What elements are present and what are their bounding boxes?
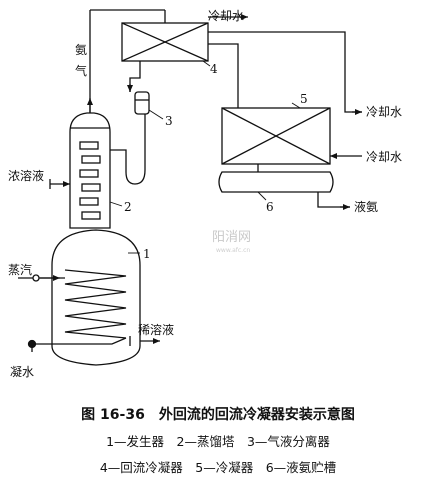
steam-inlet — [18, 274, 65, 282]
liquid-ammonia-outlet — [317, 192, 350, 210]
liquid-ammonia-tank — [218, 171, 334, 193]
number-distillation-column: 2 — [124, 200, 132, 214]
condenser — [221, 107, 331, 165]
diagram-svg: 冷却水 氨 气 冷却水 冷却水 浓溶液 蒸汽 稀溶液 凝水 液氨 1 2 3 4… — [8, 9, 402, 379]
number-condenser: 5 — [300, 92, 308, 106]
distillation-column — [69, 112, 111, 229]
cooling-water-lines — [208, 14, 362, 159]
label-cooling-water-right-2: 冷却水 — [366, 150, 402, 164]
legend-line-2: 4—回流冷凝器 5—冷凝器 6—液氨贮槽 — [99, 460, 337, 475]
watermark-text: 阳消网 — [212, 230, 251, 245]
gas-liquid-separator — [134, 91, 150, 115]
label-ammonia-gas-2: 气 — [75, 63, 87, 78]
dilute-solution-outlet — [129, 336, 160, 346]
number-ammonia-tank: 6 — [266, 200, 274, 214]
number-separator: 3 — [165, 114, 173, 128]
label-steam: 蒸汽 — [8, 262, 32, 277]
ammonia-vapor-line — [87, 9, 166, 113]
condenser-feed-line — [208, 43, 239, 108]
separator-return-line — [110, 114, 146, 185]
watermark-url: www.afc.cn — [216, 247, 250, 254]
number-reflux-condenser: 4 — [210, 62, 218, 76]
reflux-condenser — [121, 22, 209, 62]
figure-title: 图 16-36 外回流的回流冷凝器安装示意图 — [81, 407, 355, 423]
generator-vessel — [51, 229, 141, 366]
label-liquid-ammonia: 液氨 — [354, 199, 378, 214]
number-leaders — [109, 60, 301, 254]
label-cooling-water-top: 冷却水 — [208, 9, 244, 23]
number-generator: 1 — [143, 247, 151, 261]
column-trays — [79, 141, 101, 220]
label-concentrated-solution: 浓溶液 — [8, 168, 44, 183]
heating-coil — [64, 269, 127, 339]
label-ammonia-gas-1: 氨 — [75, 43, 87, 57]
reflux-to-separator-line — [127, 61, 141, 92]
legend-line-1: 1—发生器 2—蒸馏塔 3—气液分离器 — [106, 434, 330, 449]
label-dilute-solution: 稀溶液 — [138, 322, 174, 337]
label-cooling-water-right-1: 冷却水 — [366, 105, 402, 119]
label-condensate: 凝水 — [10, 364, 34, 379]
condensate-outlet — [27, 337, 127, 352]
